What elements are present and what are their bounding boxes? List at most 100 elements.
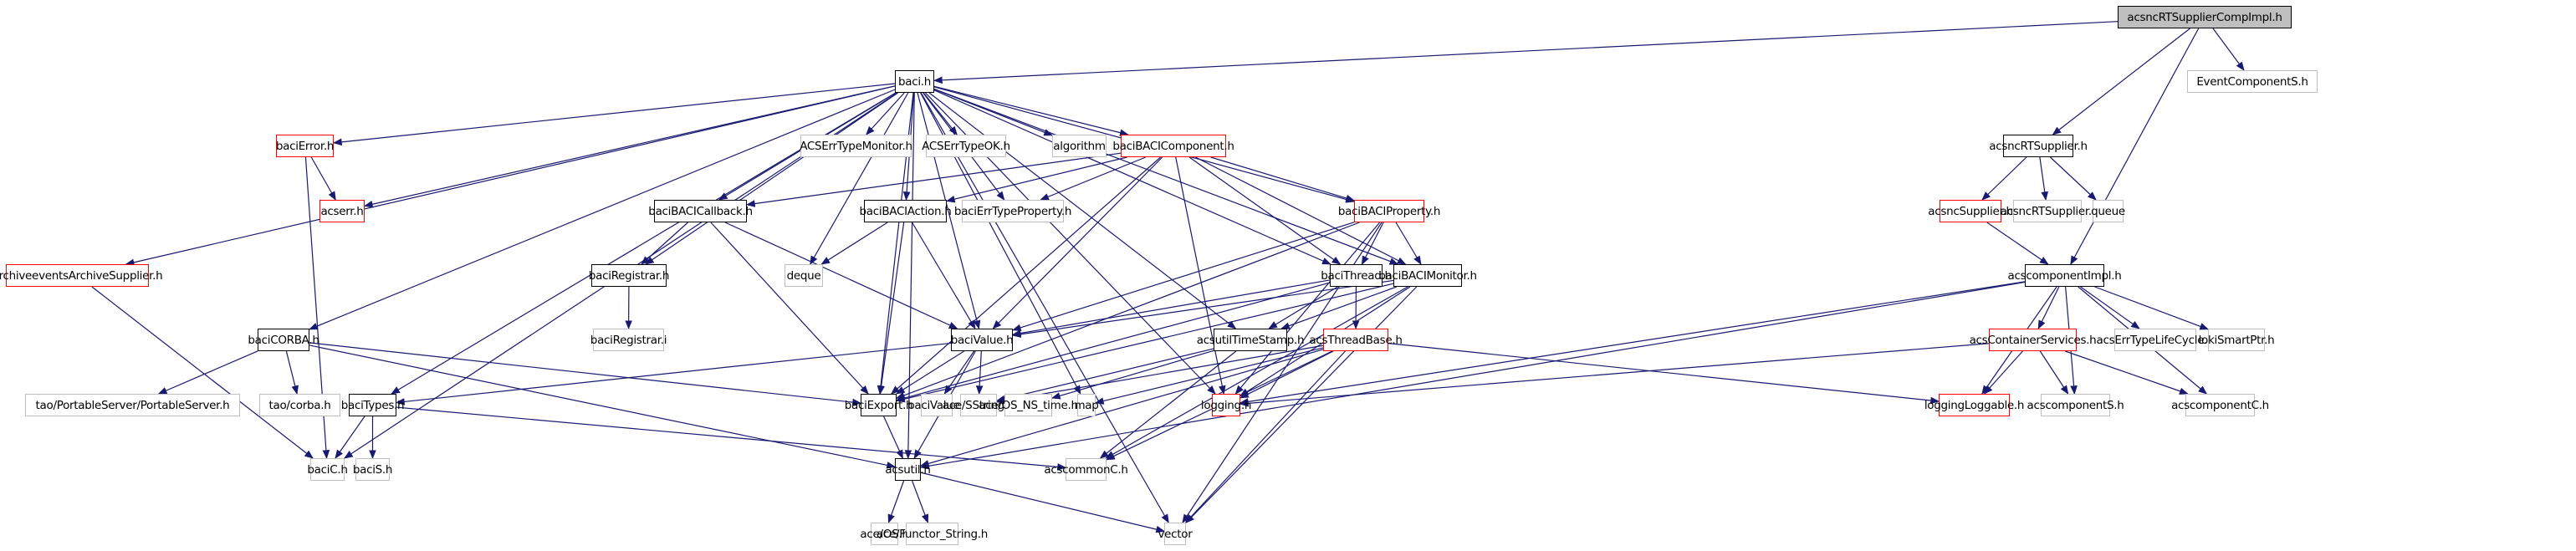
node-bacibaciaction-h[interactable]: baciBACIAction.h: [860, 200, 952, 222]
node-tao-corba-h: tao/corba.h: [259, 394, 340, 416]
edge-acscomponentImpl-to-logging: [1239, 281, 2026, 406]
edge-baciValue-to-baciValue_i: [943, 350, 975, 395]
edge-acsContainerServices-to-acscomponentS: [2039, 350, 2069, 395]
edge-baci-to-logging: [925, 92, 1216, 395]
edge-baciBACIComponent-to-baciExport: [891, 156, 1162, 395]
edge-baciTypes-to-baciC: [335, 416, 365, 459]
node-bacierror-h[interactable]: baciError.h: [276, 135, 334, 157]
node-acserrtypeok-h: ACSErrTypeOK.h: [922, 135, 1010, 157]
edge-baciBACICallback-to-baciValue: [724, 222, 958, 329]
edge-acsncRTSupplier-to-acsncSupplier: [1981, 156, 2027, 201]
edge-baci-to-baciRegistrar: [644, 92, 898, 265]
node-baciregistrar-h[interactable]: baciRegistrar.h: [589, 264, 669, 287]
edge-acsncRTSupplierCompImpl-to-EventComponentS: [2212, 28, 2245, 71]
node-acsncrtsupplier-h[interactable]: acsncRTSupplier.h: [1989, 135, 2088, 157]
node-baci-h[interactable]: baci.h: [895, 70, 934, 93]
node-bacivalue-i: baciValue.i: [907, 394, 966, 416]
node-acsncsupplier-h[interactable]: acsncSupplier.h: [1928, 200, 2013, 222]
node-acsncrtsuppliercompimpl-h: acsncRTSupplierCompImpl.h: [2118, 6, 2292, 28]
edge-baciValue-to-baciExport: [895, 350, 964, 395]
node-logginggloggable-h[interactable]: loggingLoggable.h: [1924, 394, 2024, 416]
edge-baci-to-map: [920, 92, 1081, 395]
edge-baci-to-ACSErrTypeMonitor: [866, 92, 905, 135]
edge-baciBACICallback-to-baciRegistrar: [641, 222, 688, 265]
node-bacibacicallback-h[interactable]: baciBACICallback.h: [648, 200, 753, 222]
node-logging-h[interactable]: logging.h: [1201, 394, 1251, 416]
node-ace-functor-string-h: ace/Functor_String.h: [877, 523, 988, 545]
edge-acsutilTimeStamp-to-ace_OS_NS_time: [1050, 349, 1214, 400]
edge-baciBACIAction-to-baciValue: [912, 222, 976, 329]
edge-baci-to-ACSErrTypeOK: [923, 92, 958, 135]
node-acscomponents-h: acscomponentS.h: [2027, 394, 2124, 416]
edge-acscomponentImpl-to-acsutil: [919, 281, 2026, 470]
node-deque: deque: [785, 264, 823, 287]
edge-baciCORBA-to-tao_PortableServer: [157, 350, 258, 395]
node-acserr-h[interactable]: acserr.h: [319, 200, 365, 222]
node-acscomponentc-h: acscomponentC.h: [2171, 394, 2269, 416]
node-ace-sstring-h: ace/SString.h: [943, 394, 1015, 416]
edge-acsncRTSupplierCompImpl-to-acsncRTSupplier: [2052, 28, 2190, 135]
edge-baciError-to-baciC: [304, 156, 330, 460]
node-acscomponentimpl-h[interactable]: acscomponentImpl.h: [2008, 264, 2122, 287]
edge-acscomponentImpl-to-acsErrTypeLifeCycle: [2080, 286, 2140, 329]
edge-baciValue-to-ace_SString: [975, 350, 984, 395]
edge-acsncRTSupplierCompImpl-to-acscomponentImpl: [2070, 28, 2200, 265]
node-tao-portableserver-h: tao/PortableServer/PortableServer.h: [25, 394, 240, 416]
edge-baciBACIAction-to-deque: [820, 222, 888, 265]
node-lokismartptr-h: lokiSmartPtr.h: [2199, 329, 2275, 351]
node-archiveeventsarchivesupplier-h[interactable]: archiveeventsArchiveSupplier.h: [0, 264, 163, 287]
node-bacithread-h[interactable]: baciThread.h: [1321, 264, 1392, 287]
node-acsncrtsupplier-i: acsncRTSupplier.i: [2001, 200, 2095, 222]
node-bacic-h: baciC.h: [307, 458, 348, 481]
node-bacivalue-h[interactable]: baciValue.h: [951, 329, 1014, 351]
edge-baciBACIComponent-to-baciBACIAction: [945, 156, 1127, 203]
edge-baciBACIProperty-to-baciBACIMonitor: [1395, 222, 1422, 265]
edge-acsContainerServices-to-loggingLoggable: [1983, 350, 2023, 395]
edge-archiveeventsArchiveSupplier-to-baciC: [91, 286, 314, 459]
node-acsthreadbase-h[interactable]: acsThreadBase.h: [1309, 329, 1403, 351]
node-bacibacicomponent-h[interactable]: baciBACIComponent.h: [1112, 135, 1234, 157]
edge-baciBACIComponent-to-baciThread: [1188, 156, 1342, 265]
edge-acsncRTSupplierCompImpl-to-baci: [933, 21, 2119, 84]
node-baciregistrar-i: baciRegistrar.i: [590, 329, 667, 351]
edge-baciBACIAction-to-baciExport: [877, 222, 905, 395]
node-acserrtypemonitor-h: ACSErrTypeMonitor.h: [800, 135, 912, 157]
edge-acsutilTimeStamp-to-acscommonC: [1099, 350, 1237, 459]
node-bacis-h: baciS.h: [353, 458, 392, 481]
edge-baciBACIComponent-to-logging: [1175, 156, 1226, 395]
node-acscontainerservices-h[interactable]: acsContainerServices.h: [1970, 329, 2097, 351]
node-bacierrtypeproperty-h: baciErrTypeProperty.h: [954, 200, 1071, 222]
edge-baciBACIComponent-to-baciBACIMonitor: [1195, 156, 1407, 265]
node-bacibacimonitor-h[interactable]: baciBACIMonitor.h: [1378, 264, 1477, 287]
edge-baciBACIProperty-to-baciValue: [1011, 222, 1355, 331]
node-bacicorba-h[interactable]: baciCORBA.h: [248, 329, 319, 351]
edge-baciBACIProperty-to-logging: [1234, 222, 1381, 395]
node-map: map: [1074, 394, 1099, 416]
edge-acsThreadBase-to-map: [1094, 347, 1324, 405]
edge-baci-to-baciCORBA: [309, 89, 896, 330]
edge-baciBACIMonitor-to-vector: [1185, 286, 1418, 523]
edge-baciBACICallback-to-baciExport: [710, 222, 869, 395]
node-eventcomponents-h: EventComponentS.h: [2187, 70, 2318, 93]
edge-acsutilTimeStamp-to-ace_SString: [995, 348, 1214, 403]
edge-baci-to-deque: [810, 92, 909, 265]
edge-acsContainerServices-to-acscomponentC: [2065, 350, 2189, 395]
edge-baciBACIComponent-to-baciValue: [992, 156, 1163, 329]
node-queue: queue: [2091, 200, 2125, 222]
edge-acsutil-to-vector: [920, 472, 1166, 533]
node-baciexport-h[interactable]: baciExport.h: [845, 394, 913, 416]
edge-baciBACIMonitor-to-acscommonC: [1105, 286, 1408, 459]
edge-baciCORBA-to-acsutil: [309, 344, 897, 469]
edge-acsutil-to-ace_Functor_String: [912, 480, 929, 524]
node-bacibaciproperty-h[interactable]: baciBACIProperty.h: [1338, 200, 1440, 222]
node-bacitypes-h[interactable]: baciTypes.h: [341, 394, 405, 416]
edge-acscomponentImpl-to-lokiSmartPtr: [2094, 286, 2210, 330]
edge-baci-to-baciBACIComponent: [933, 85, 1129, 136]
edge-baciBACIMonitor-to-baciExport: [895, 283, 1394, 403]
node-acsutil-h[interactable]: acsutil.h: [885, 458, 931, 481]
edge-acsThreadBase-to-vector: [1184, 350, 1346, 523]
edge-acscomponentImpl-to-acsContainerServices: [2037, 286, 2060, 329]
edge-baciBACIProperty-to-baciExport: [895, 222, 1360, 399]
edge-baciBACIComponent-to-baciErrTypeProperty: [1040, 156, 1146, 201]
node-acsutiltimestamp-h[interactable]: acsutilTimeStamp.h: [1197, 329, 1305, 351]
